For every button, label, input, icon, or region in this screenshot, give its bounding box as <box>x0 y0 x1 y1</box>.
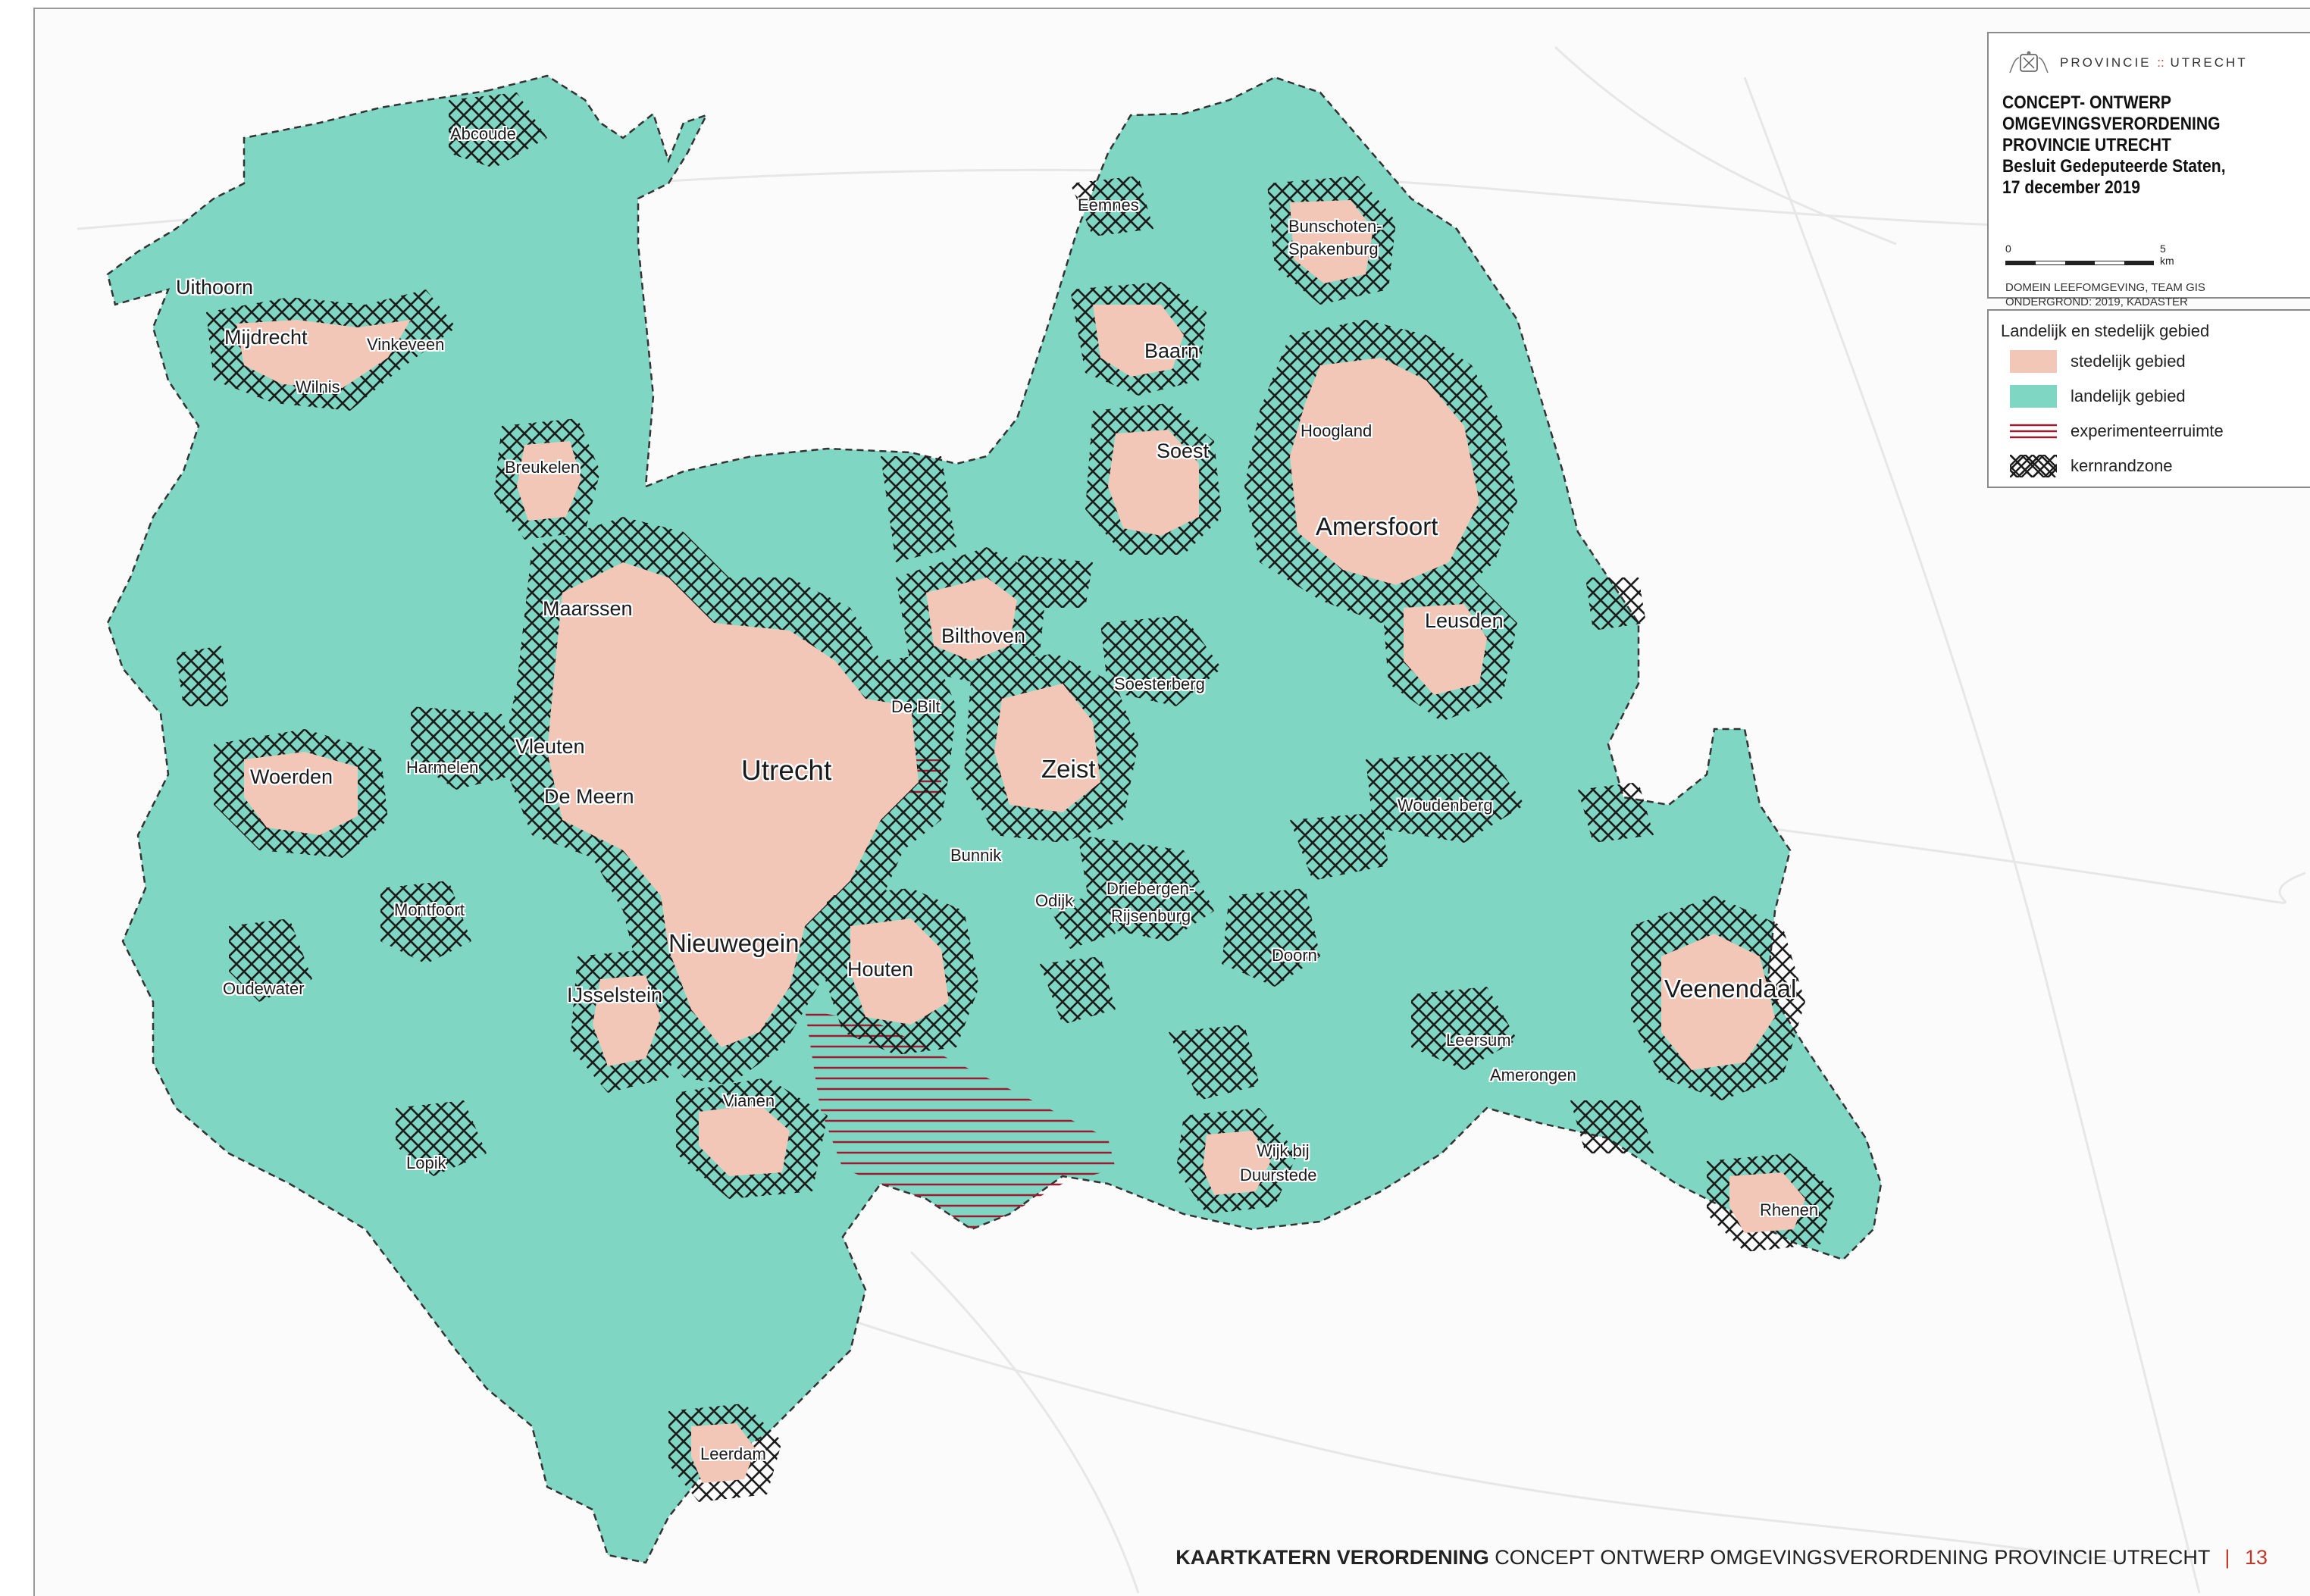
credit-line-2: ONDERGROND: 2019, KADASTER <box>2005 296 2188 308</box>
place-odijk: Odijk <box>1035 891 1074 910</box>
place-maarssen: Maarssen <box>543 597 633 620</box>
coat-of-arms-icon <box>2009 51 2049 74</box>
footer-separator: | <box>2224 1546 2230 1569</box>
map-title-box: PROVINCIE :: UTRECHT CONCEPT- ONTWERP OM… <box>1987 32 2310 308</box>
place-doorn: Doorn <box>1272 946 1317 965</box>
place-rhenen: Rhenen <box>1760 1200 1819 1219</box>
place-de-bilt: De Bilt <box>891 697 941 716</box>
legend-swatch-kernrandzone <box>2010 455 2057 477</box>
place-houten: Houten <box>847 958 914 981</box>
place-woerden: Woerden <box>250 765 333 788</box>
title-line-4: Besluit Gedeputeerde Staten, <box>2002 156 2226 177</box>
scale-bar-graphic <box>2005 261 2154 265</box>
place-soest: Soest <box>1157 440 1210 462</box>
scale-bar: 0 5 km <box>2005 243 2180 267</box>
legend-label-kernrandzone: kernrandzone <box>2071 456 2173 475</box>
place-wijk-bij: Wijk bij <box>1257 1141 1310 1160</box>
place-vleuten: Vleuten <box>515 735 585 758</box>
place-montfoort: Montfoort <box>394 900 465 919</box>
title-line-3: PROVINCIE UTRECHT <box>2002 135 2171 155</box>
place-lopik: Lopik <box>406 1153 446 1172</box>
place-amerongen: Amerongen <box>1490 1066 1576 1084</box>
map-frame: Abcoude Uithoorn Mijdrecht Vinkeveen Wil… <box>33 8 2310 1596</box>
place-mijdrecht: Mijdrecht <box>224 326 308 349</box>
place-leusden: Leusden <box>1425 609 1504 632</box>
place-oudewater: Oudewater <box>223 979 305 998</box>
place-abcoude: Abcoude <box>450 124 516 143</box>
legend-swatch-urban <box>2010 350 2057 373</box>
place-amersfoort: Amersfoort <box>1316 512 1438 540</box>
map-legend: Landelijk en stedelijk gebied stedelijk … <box>1987 309 2310 488</box>
place-bunschoten: Bunschoten- <box>1288 217 1382 236</box>
place-vianen: Vianen <box>723 1091 775 1110</box>
logo-text-right: UTRECHT <box>2170 55 2248 70</box>
place-utrecht: Utrecht <box>741 755 832 786</box>
map-credits: DOMEIN LEEFOMGEVING, TEAM GIS ONDERGROND… <box>2005 280 2205 309</box>
title-line-5: 17 december 2019 <box>2002 177 2140 198</box>
place-vinkeveen: Vinkeveen <box>367 335 445 354</box>
logo-text-left: PROVINCIE <box>2060 55 2152 70</box>
place-bilthoven: Bilthoven <box>941 624 1026 647</box>
place-duurstede: Duurstede <box>1240 1166 1317 1184</box>
place-breukelen: Breukelen <box>505 458 581 477</box>
place-leerdam: Leerdam <box>700 1444 766 1463</box>
province-map <box>77 45 2306 1594</box>
place-soesterberg: Soesterberg <box>1114 674 1205 693</box>
logo-separator: :: <box>2157 55 2164 70</box>
page-footer: KAARTKATERN VERORDENING CONCEPT ONTWERP … <box>1175 1546 2268 1569</box>
place-zeist: Zeist <box>1041 755 1096 783</box>
place-woudenberg: Woudenberg <box>1398 796 1493 815</box>
legend-swatch-rural <box>2010 385 2057 408</box>
footer-bold-title: KAARTKATERN VERORDENING <box>1175 1546 1489 1569</box>
legend-label-urban: stedelijk gebied <box>2071 352 2186 371</box>
scale-end-label: 5 km <box>2160 243 2174 267</box>
place-harmelen: Harmelen <box>406 758 479 777</box>
legend-title: Landelijk en stedelijk gebied <box>2001 321 2210 340</box>
place-spakenburg: Spakenburg <box>1288 239 1379 258</box>
place-leersum: Leersum <box>1446 1031 1511 1050</box>
place-bunnik: Bunnik <box>950 846 1002 865</box>
place-wilnis: Wilnis <box>296 377 340 396</box>
place-de-meern: De Meern <box>544 785 634 808</box>
place-ijsselstein: IJsselstein <box>567 984 663 1006</box>
legend-item-rural: landelijk gebied <box>2010 385 2186 408</box>
legend-item-experiment: experimenteerruimte <box>2010 420 2224 443</box>
title-line-1: CONCEPT- ONTWERP <box>2002 92 2171 113</box>
place-veenendaal: Veenendaal <box>1664 975 1797 1003</box>
title-line-2: OMGEVINGSVERORDENING <box>2002 114 2221 134</box>
map-title: CONCEPT- ONTWERP OMGEVINGSVERORDENING PR… <box>2002 92 2302 199</box>
legend-label-rural: landelijk gebied <box>2071 386 2186 405</box>
place-driebergen: Driebergen- <box>1106 879 1195 898</box>
place-rijsenburg: Rijsenburg <box>1111 906 1191 925</box>
legend-label-experiment: experimenteerruimte <box>2071 421 2224 440</box>
place-nieuwegein: Nieuwegein <box>668 929 800 957</box>
credit-line-1: DOMEIN LEEFOMGEVING, TEAM GIS <box>2005 281 2205 294</box>
page-number: 13 <box>2244 1546 2268 1569</box>
place-hoogland: Hoogland <box>1301 421 1373 440</box>
place-uithoorn: Uithoorn <box>176 276 254 299</box>
province-logo: PROVINCIE :: UTRECHT <box>2007 50 2248 76</box>
scale-start-label: 0 <box>2005 243 2011 255</box>
legend-swatch-experiment <box>2010 424 2057 439</box>
place-baarn: Baarn <box>1144 340 1200 362</box>
place-eemnes: Eemnes <box>1078 196 1139 214</box>
footer-title: CONCEPT ONTWERP OMGEVINGSVERORDENING PRO… <box>1495 1546 2210 1569</box>
legend-item-kernrandzone: kernrandzone <box>2010 455 2173 477</box>
legend-item-urban: stedelijk gebied <box>2010 350 2186 373</box>
experiment-area-south <box>805 1009 1116 1229</box>
urban-areas <box>176 92 1836 1502</box>
